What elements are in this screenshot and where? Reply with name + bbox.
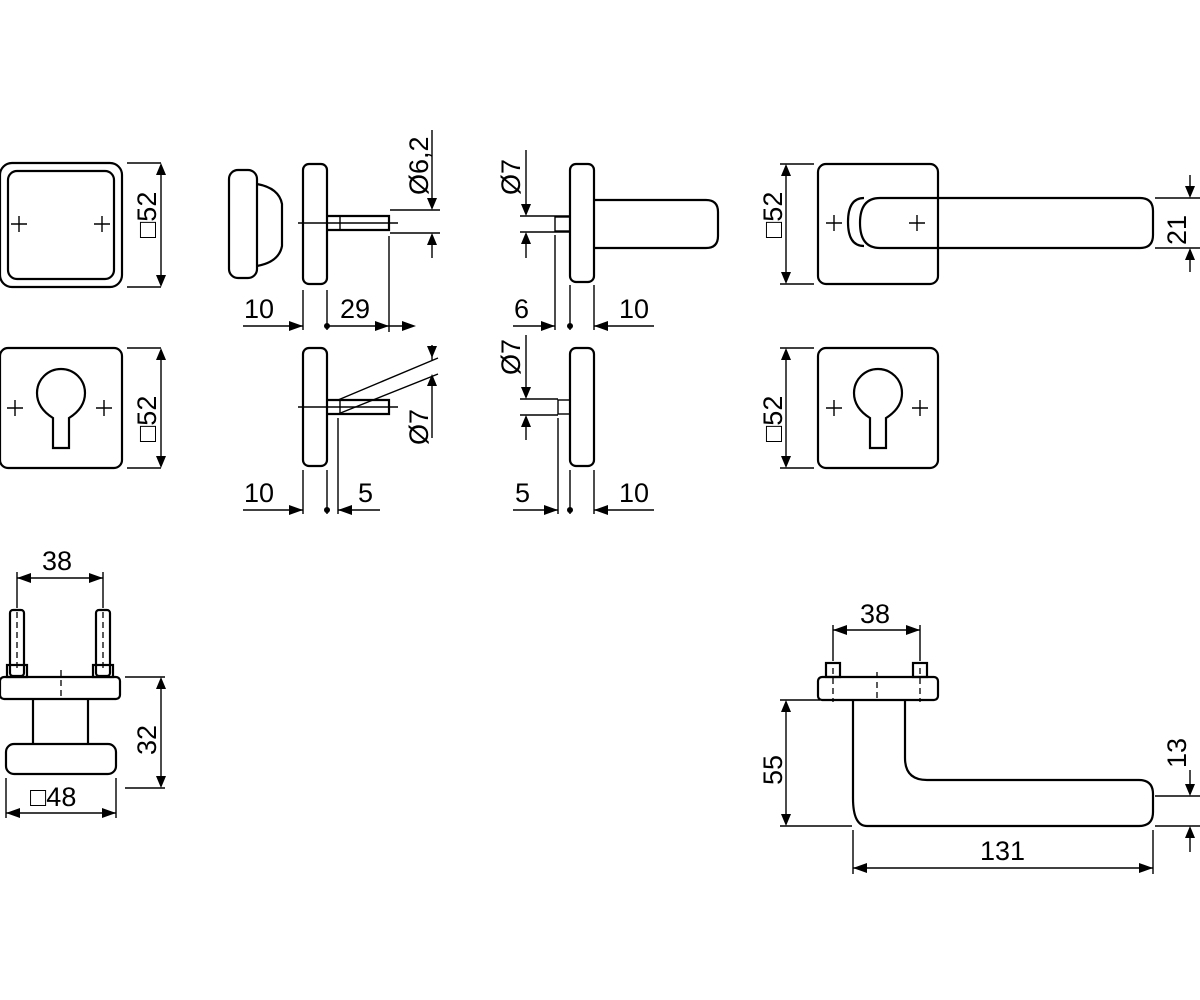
dim-6: 6 [514, 294, 529, 324]
esc-left-square-label: □52 [132, 396, 162, 442]
knob-side-view: Ø6,2 10 29 [227, 130, 440, 332]
cylinder-rose-side-view: Ø7 10 5 [243, 345, 439, 515]
dim-32: 32 [132, 725, 162, 755]
lever-front-view: □52 21 [758, 162, 1200, 286]
escutcheon-left-view: □52 [0, 346, 166, 470]
dim-38-left: 38 [42, 546, 72, 576]
rose-square-label: □52 [132, 192, 162, 238]
dim-38-right: 38 [860, 599, 890, 629]
lever-top-view: 38 55 13 131 [758, 599, 1200, 874]
lever-diameter-top-label: Ø7 [496, 159, 526, 195]
lever-diameter-bottom-label: Ø7 [496, 339, 526, 375]
dim-13: 13 [1162, 738, 1192, 768]
escutcheon-right-view: □52 [758, 346, 940, 470]
rose-front-view: □52 [0, 161, 166, 289]
dim-29: 29 [340, 294, 370, 324]
knob-diameter-label: Ø6,2 [404, 136, 434, 195]
esc-right-square-label: □52 [758, 396, 788, 442]
dim-10-c: 10 [244, 478, 274, 508]
dim-55: 55 [758, 755, 788, 785]
dim-10-b: 10 [619, 294, 649, 324]
escutcheon-side-view: Ø7 5 10 [496, 335, 654, 515]
dim-10-a: 10 [244, 294, 274, 324]
dim-21: 21 [1162, 215, 1192, 245]
dim-5-b: 5 [515, 478, 530, 508]
dim-10-d: 10 [619, 478, 649, 508]
knob-top-view: 38 32 □48 [0, 546, 166, 818]
lever-side-view: Ø7 6 10 [496, 150, 720, 331]
lever-rose-square-label: □52 [758, 192, 788, 238]
knob-base-square-label: □48 [30, 782, 76, 812]
dim-131: 131 [980, 836, 1025, 866]
dim-5-a: 5 [358, 478, 373, 508]
knob-diameter-7-label: Ø7 [404, 409, 434, 445]
